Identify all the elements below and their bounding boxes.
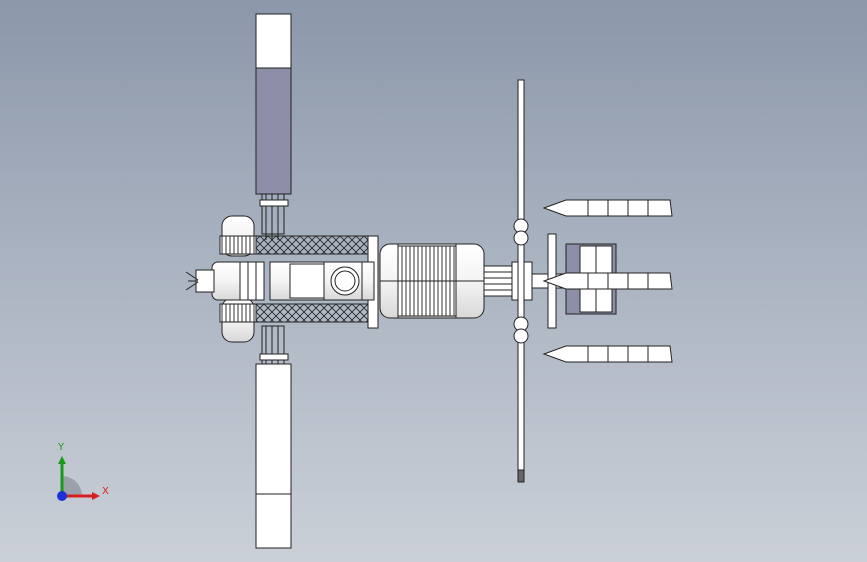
- connector-beams: [483, 261, 533, 301]
- fuel-tanks: [542, 199, 673, 363]
- ribbed-habitat-module: [379, 243, 485, 319]
- upper-solar-array: [255, 13, 292, 240]
- lower-solar-array: [255, 325, 292, 549]
- coordinate-triad: [57, 456, 100, 501]
- central-lab-module: [269, 261, 375, 301]
- left-node-modules: [185, 215, 265, 343]
- vertical-boom: [513, 79, 529, 483]
- y-axis-label: Y: [58, 442, 65, 453]
- x-axis-label: X: [102, 486, 109, 497]
